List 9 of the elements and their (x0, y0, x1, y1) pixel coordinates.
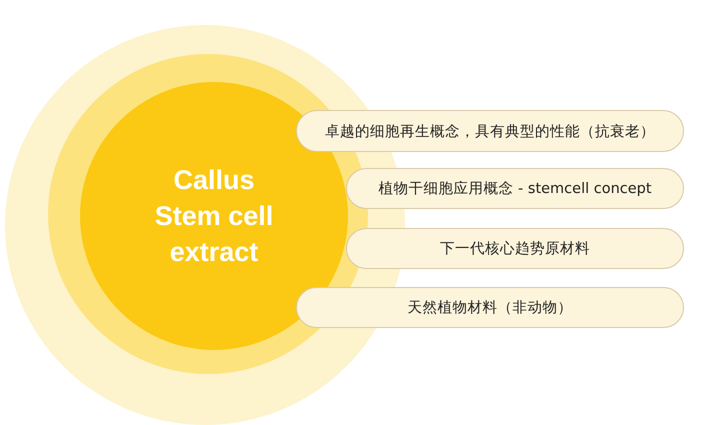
label-text: 植物干细胞应用概念 - stemcell concept (378, 180, 652, 198)
rounded-label-box (296, 287, 684, 328)
label-text: 下一代核心趋势原材料 (440, 240, 590, 258)
rounded-label-box (296, 110, 684, 152)
center-title: Callus Stem cell extract (154, 164, 274, 269)
rounded-label-box (346, 228, 684, 269)
label-text: 卓越的细胞再生概念，具有典型的性能（抗衰老） (325, 122, 655, 140)
label-text: 天然植物材料（非动物） (408, 299, 572, 317)
rounded-label-box (346, 168, 684, 209)
